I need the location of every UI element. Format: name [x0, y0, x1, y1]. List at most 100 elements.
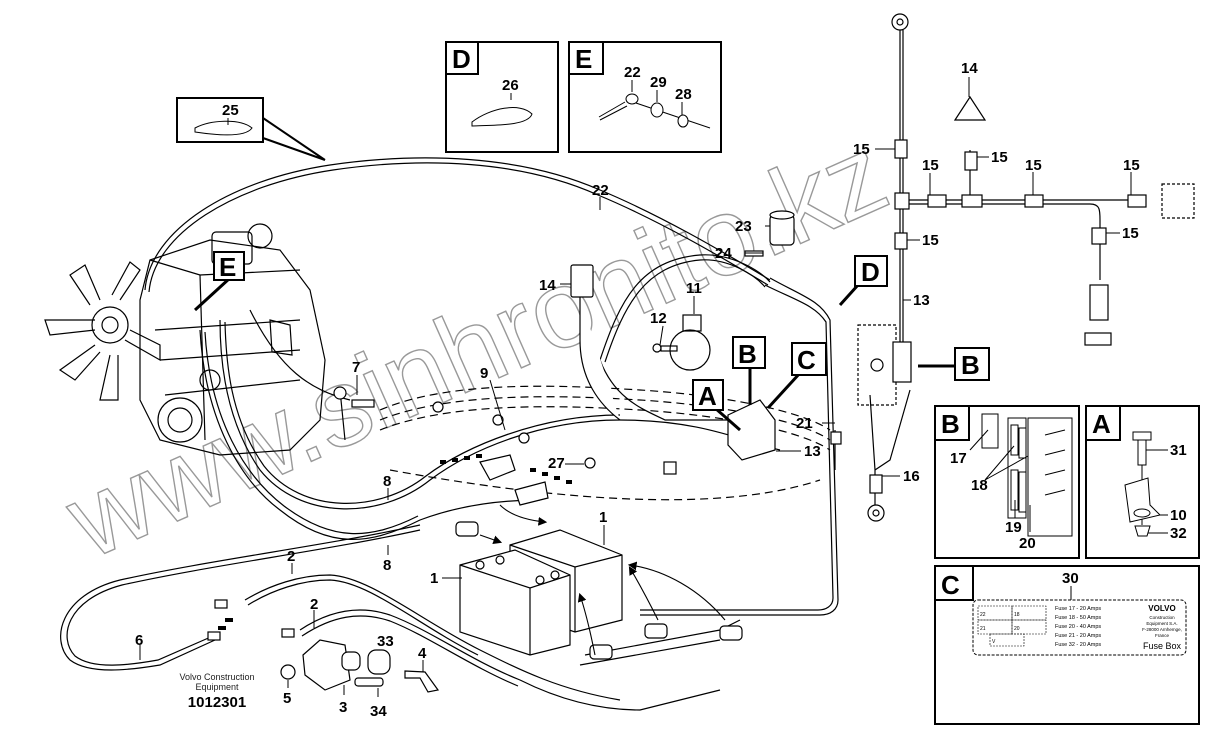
svg-text:E: E: [219, 252, 236, 282]
callout-23: 23: [735, 218, 752, 235]
callout-9: 9: [480, 365, 488, 382]
callout-16: 16: [903, 468, 920, 485]
detail-E: E 22 29 28: [568, 41, 722, 153]
watermark: www.sinhronito.kz: [48, 111, 905, 583]
callout-14: 14: [961, 60, 978, 77]
svg-text:Construction: Construction: [1149, 615, 1175, 620]
svg-text:B: B: [941, 409, 960, 439]
publisher-line-2: Equipment: [195, 682, 239, 692]
detail-A: A 31 10 32: [1085, 405, 1200, 559]
callout-1: 1: [430, 570, 438, 587]
callout-14: 14: [539, 277, 556, 294]
drawing-number: 1012301: [188, 694, 246, 711]
svg-text:V: V: [992, 639, 996, 645]
callout-8: 8: [383, 473, 391, 490]
battery-arrows: [479, 504, 726, 656]
svg-text:18: 18: [1014, 612, 1020, 618]
view-marker-C: C: [766, 342, 827, 410]
svg-text:C: C: [797, 345, 816, 375]
callout-24: 24: [715, 245, 732, 262]
svg-text:Fuse 17 - 20 Amps: Fuse 17 - 20 Amps: [1055, 606, 1101, 612]
view-marker-A: A: [692, 379, 741, 432]
svg-text:10: 10: [1170, 507, 1187, 524]
callout-8: 8: [383, 557, 391, 574]
svg-text:30: 30: [1062, 570, 1079, 587]
callout-33: 33: [377, 633, 394, 650]
callout-15: 15: [853, 141, 870, 158]
drawing-caption: Volvo Construction Equipment 1012301: [179, 672, 254, 711]
svg-text:32: 32: [1170, 525, 1187, 542]
svg-text:19: 19: [1005, 519, 1022, 536]
callout-3: 3: [339, 699, 347, 716]
detail-25-box: [176, 97, 326, 161]
engine: [139, 223, 326, 456]
svg-text:26: 26: [502, 77, 519, 94]
callouts: 1 1 2 2 3 4 5 6 7 8 8 9 11 12 13 13 14 1…: [135, 60, 1140, 720]
leader-lines: [139, 77, 1132, 697]
svg-text:22: 22: [980, 612, 986, 618]
callout-7: 7: [352, 359, 360, 376]
callout-15: 15: [1122, 225, 1139, 242]
callout-34: 34: [370, 703, 387, 720]
callout-15: 15: [922, 157, 939, 174]
view-marker-B: B: [732, 336, 766, 405]
svg-text:D: D: [861, 257, 880, 287]
svg-text:D: D: [452, 44, 471, 74]
svg-text:20: 20: [1014, 626, 1020, 632]
callout-15: 15: [1123, 157, 1140, 174]
detail-D: D 26: [445, 41, 559, 153]
detail-C: C 30 22 18 21 20 V Fuse 17 - 20 Amps Fus…: [934, 565, 1200, 725]
view-marker-D: D: [838, 255, 888, 307]
callout-2: 2: [287, 548, 295, 565]
svg-text:Fuse 20 - 40 Amps: Fuse 20 - 40 Amps: [1055, 624, 1101, 630]
callout-6: 6: [135, 632, 143, 649]
callout-21: 21: [796, 415, 813, 432]
svg-text:E: E: [575, 44, 592, 74]
svg-text:22: 22: [624, 64, 641, 81]
callout-25: 25: [222, 102, 239, 119]
callout-15: 15: [922, 232, 939, 249]
svg-text:F-28000 Arnhemge,: F-28000 Arnhemge,: [1142, 627, 1182, 632]
callout-5: 5: [283, 690, 291, 707]
detail-B: B 17 18 19 20: [934, 405, 1080, 559]
callout-15: 15: [1025, 157, 1042, 174]
callout-15: 15: [991, 149, 1008, 166]
cables: [60, 30, 1140, 711]
svg-text:Equipment S.A.: Equipment S.A.: [1146, 621, 1177, 626]
svg-text:28: 28: [675, 86, 692, 103]
svg-text:Fuse 32 - 20 Amps: Fuse 32 - 20 Amps: [1055, 642, 1101, 648]
svg-text:www.sinhronito.kz: www.sinhronito.kz: [49, 111, 904, 582]
view-marker-B2: B: [918, 347, 990, 381]
svg-text:France: France: [1155, 633, 1170, 638]
callout-2: 2: [310, 596, 318, 613]
publisher-line-1: Volvo Construction: [179, 672, 254, 682]
components: [207, 13, 1195, 693]
svg-text:VOLVO: VOLVO: [1148, 604, 1175, 613]
view-marker-E: E: [193, 251, 245, 312]
callout-4: 4: [418, 645, 427, 662]
svg-text:Fuse Box: Fuse Box: [1143, 641, 1182, 651]
callout-12: 12: [650, 310, 667, 327]
svg-text:B: B: [738, 339, 757, 369]
svg-text:29: 29: [650, 74, 667, 91]
callout-22: 22: [592, 182, 609, 199]
svg-text:B: B: [961, 350, 980, 380]
svg-text:A: A: [698, 381, 717, 411]
callout-13: 13: [913, 292, 930, 309]
svg-text:C: C: [941, 570, 960, 600]
svg-text:18: 18: [971, 477, 988, 494]
fan: [44, 261, 161, 401]
svg-text:17: 17: [950, 450, 967, 467]
svg-text:Fuse 21 - 20 Amps: Fuse 21 - 20 Amps: [1055, 633, 1101, 639]
svg-text:Fuse 18 - 50 Amps: Fuse 18 - 50 Amps: [1055, 615, 1101, 621]
callout-1: 1: [599, 509, 607, 526]
callout-27: 27: [548, 455, 565, 472]
svg-text:21: 21: [980, 626, 986, 632]
harness-markers: [218, 454, 572, 630]
callout-11: 11: [686, 280, 702, 297]
battery-1b: [459, 549, 571, 656]
svg-text:20: 20: [1019, 535, 1036, 552]
svg-text:A: A: [1092, 409, 1111, 439]
